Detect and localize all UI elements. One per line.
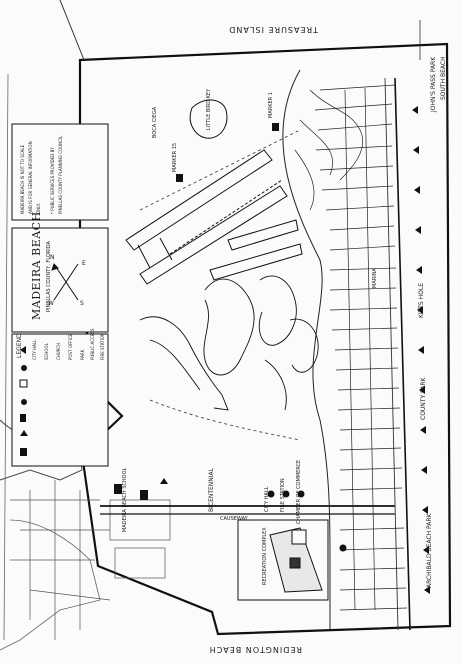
recreation-block [237, 519, 329, 601]
county-park-label: COUNTY PARK [420, 377, 427, 420]
finger-islands [125, 149, 303, 285]
compass-rose [51, 263, 79, 301]
mainland-grid [10, 480, 171, 640]
note-line: AND IS FOR GENERAL INFORMATION [28, 141, 33, 214]
legend-item: PARK [80, 349, 85, 360]
map-title: MADEIRA BEACH [30, 211, 43, 320]
frame-line-left [59, 0, 85, 61]
public-access-markers [412, 106, 430, 594]
city-hall-label: CITY HALL [264, 486, 270, 512]
legend-box [11, 333, 109, 467]
boca-ciega-label: BOCA CIEGA [152, 106, 158, 138]
legend-item: CHURCH [56, 342, 61, 360]
treasure-island-label: TREASURE ISLAND [228, 25, 318, 34]
island-east-shore [282, 69, 331, 630]
gulf-blvd [394, 77, 411, 631]
chamber-label: CHAMBER OF COMMERCE [296, 459, 302, 524]
note-line: MADEIRA BEACH IS NOT TO SCALE [20, 144, 25, 214]
compass-w: W [48, 300, 54, 307]
island-street-grid [294, 84, 408, 611]
bicentennial-label: BICENTENNIAL [208, 467, 215, 512]
archibald-beach-park-label: ARCHIBALD BEACH PARK [426, 513, 433, 589]
recreation-complex-label: RECREATION COMPLEX [262, 527, 268, 585]
note-line: ONLY. [36, 203, 41, 214]
marker-1-label: MARKER 1 [268, 92, 274, 118]
marina-label: MARINA [372, 268, 378, 288]
fire-station-dot [282, 490, 290, 498]
legend-item: POST OFFICE [68, 333, 73, 360]
city-hall-dot [267, 490, 275, 498]
kitts-hole-label: KITTS HOLE [418, 282, 425, 318]
legend-item: PUBLIC ACCESS [90, 328, 95, 360]
note-line: * PUBLIC SERVICES PROVIDED BY [50, 147, 55, 214]
park-dot [339, 544, 347, 552]
madeira-beach-school-label: MADEIRA BEACH SCHOOL [122, 467, 128, 532]
compass-e: E [82, 260, 86, 267]
school-icons [114, 478, 168, 500]
legend-item: FIRE STATION [100, 333, 105, 360]
fire-station-label: FIRE STATION [280, 478, 286, 512]
channel-line-2 [149, 399, 301, 441]
note-line: PINELLAS COUNTY PLANNING COUNCIL [58, 135, 63, 214]
outer-left-margin [3, 73, 9, 641]
canal-islands [139, 275, 319, 411]
marker-1-square [272, 123, 279, 131]
legend-item: SCHOOL [44, 343, 49, 360]
johns-pass-park-label: JOHN'S PASS PARK [430, 56, 437, 112]
little-bird-key-island [189, 99, 228, 139]
legend-heading: LEGEND [16, 333, 23, 358]
chamber-dot [297, 490, 305, 498]
top-frame-line [79, 43, 448, 61]
bottom-frame-line [217, 625, 451, 635]
compass-s: S [80, 300, 84, 307]
legend-item: CITY HALL [32, 339, 37, 360]
compass-n: N [50, 254, 55, 261]
marker-15-square [176, 174, 183, 182]
causeway-label: CAUSEWAY [220, 516, 248, 522]
south-beach-label: SOUTH BEACH [440, 56, 447, 100]
gulf-blvd-inner [384, 77, 399, 631]
mainland-shore-2 [0, 519, 101, 651]
marker-15-label: MARKER 15 [172, 142, 178, 172]
little-bird-key-label: LITTLE BIRD KEY [206, 88, 212, 130]
note-box [11, 123, 109, 221]
legend-symbols [19, 346, 28, 456]
title-box [11, 227, 109, 333]
redington-beach-label: REDINGTON BEACH [208, 645, 302, 654]
